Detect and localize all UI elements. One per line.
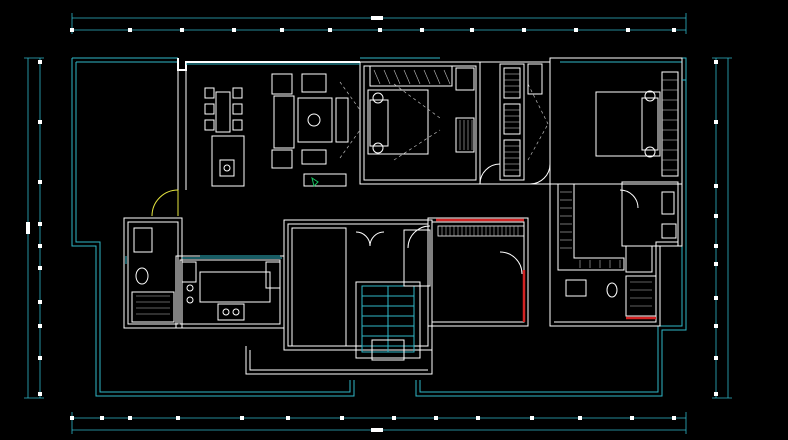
dimension-bottom <box>70 412 687 434</box>
wardrobe-icon <box>499 63 549 181</box>
sofa-set-icon <box>271 73 361 187</box>
kitchen-counter-icon <box>181 261 281 321</box>
balcony-outline <box>71 57 687 397</box>
dining-table-icon <box>204 87 245 187</box>
door-swings <box>151 163 639 275</box>
walk-in-closet-icon <box>557 183 625 271</box>
double-bed-icon <box>367 65 475 161</box>
bedroom-south-walls <box>403 217 529 327</box>
dimension-right <box>712 57 732 399</box>
toilet-icon-west <box>131 227 175 323</box>
windows <box>186 63 686 257</box>
toilet-icon <box>565 181 679 320</box>
dimension-top <box>70 13 687 34</box>
dimension-left <box>24 57 44 399</box>
stairs <box>355 281 421 361</box>
double-bed-icon-east <box>595 71 679 177</box>
